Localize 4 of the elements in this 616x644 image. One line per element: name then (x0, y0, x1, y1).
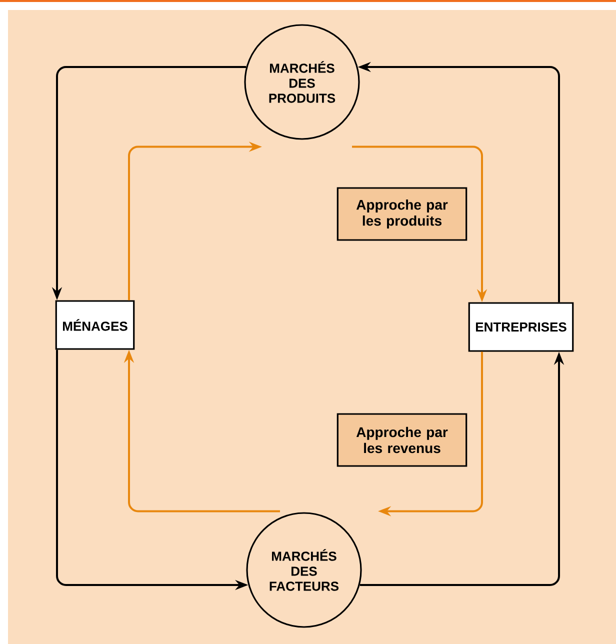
sector-box: ENTREPRISES (468, 302, 574, 352)
approach-box: Approche par les produits (336, 187, 468, 241)
approach-box: Approche par les revenus (336, 413, 468, 467)
sector-box: MÉNAGES (55, 300, 135, 350)
